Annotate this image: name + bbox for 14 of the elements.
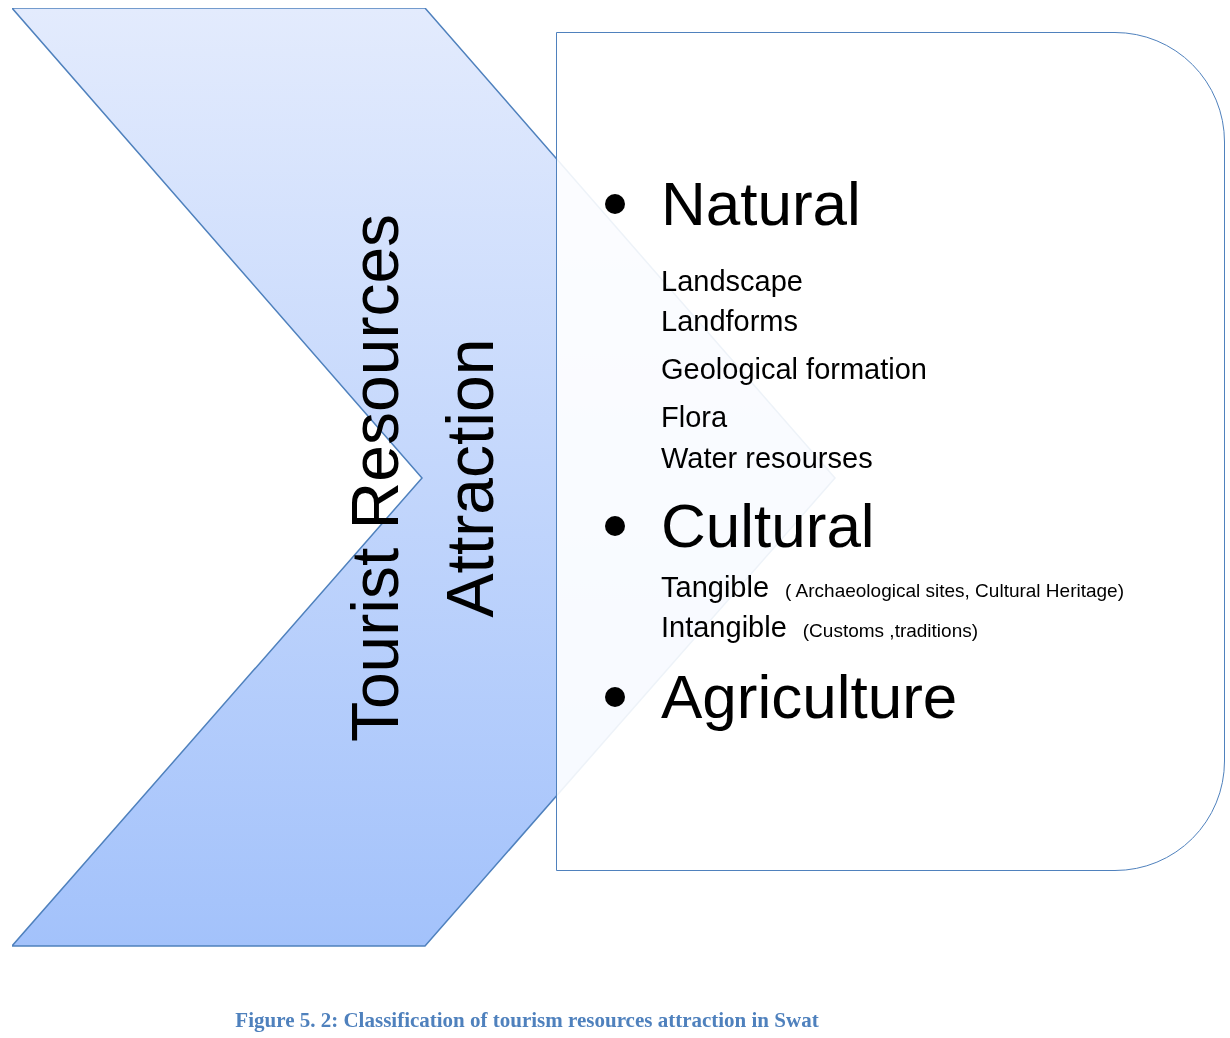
list-item: Landforms xyxy=(661,306,798,336)
category-heading: Natural xyxy=(661,173,861,235)
list-item: Intangible xyxy=(661,612,787,642)
chevron-label: Tourist Resources Attraction xyxy=(337,212,508,745)
list-item: Landscape xyxy=(661,266,803,296)
list-item: Geological formation xyxy=(661,354,927,384)
detail-text: ( Archaeological sites, Cultural Heritage) xyxy=(785,578,1125,603)
list-item: Flora xyxy=(661,402,728,432)
detail-text: (Customs ,traditions) xyxy=(802,618,979,643)
list-item: Water resourses xyxy=(661,443,873,473)
figure-caption: Figure 5. 2: Classification of tourism resources attraction in Swat xyxy=(235,1007,819,1034)
rounded-box xyxy=(556,32,1225,871)
list-item: Tangible xyxy=(661,572,770,602)
category-heading: Cultural xyxy=(661,495,875,557)
